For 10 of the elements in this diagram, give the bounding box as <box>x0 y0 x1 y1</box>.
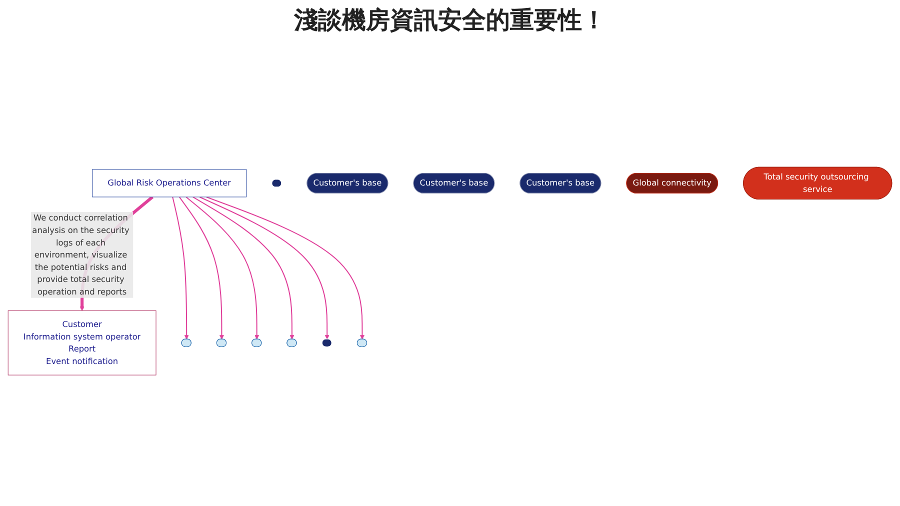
node-box: Global Risk Operations Center <box>92 169 247 198</box>
arrow <box>199 196 330 340</box>
title: 淺談機房資訊安全的重要性！ <box>294 5 606 36</box>
node-box: Customer Information system operator Report Event notification <box>8 310 156 376</box>
arrow <box>172 196 189 340</box>
arrow <box>178 196 224 340</box>
arrow <box>206 196 364 340</box>
arrow <box>192 196 294 340</box>
arrow <box>186 196 260 340</box>
edge-label: We conduct correlation analysis on the security logs of each environment, visualize the potential risks and provide total security operation and reports <box>32 212 130 296</box>
